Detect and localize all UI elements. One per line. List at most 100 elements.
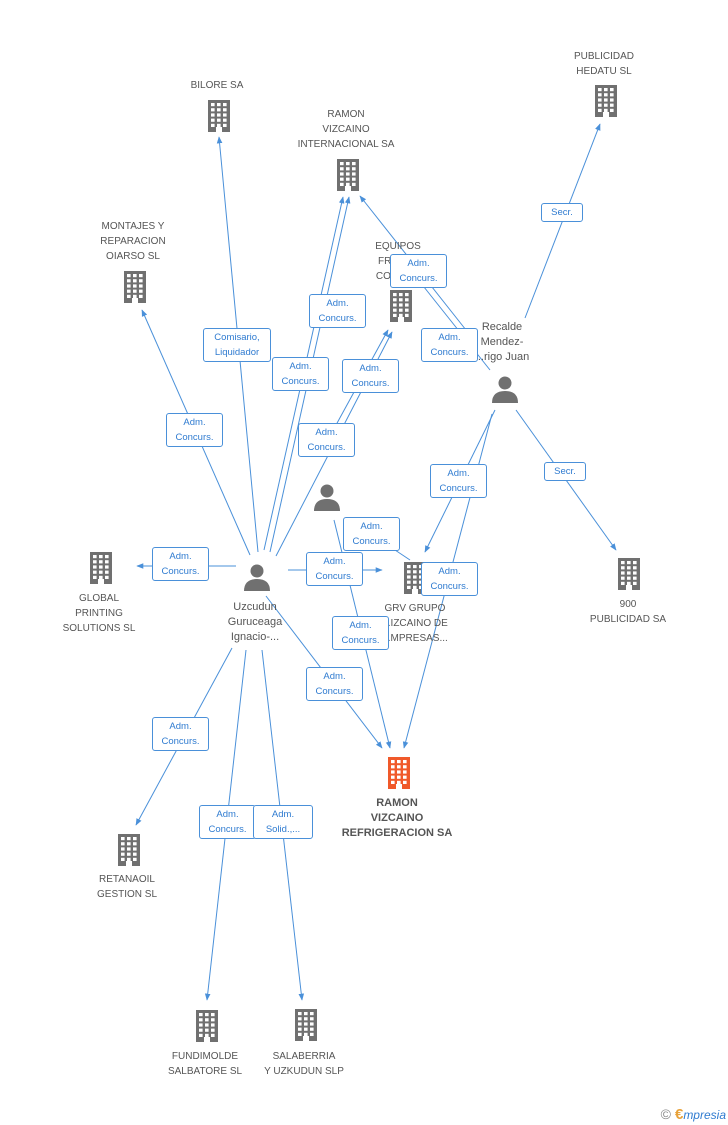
node-label-line: Y UZKUDUN SLP — [264, 1066, 344, 1077]
edge-label-line: Concurs. — [399, 273, 438, 284]
edge-label-line: Adm. — [169, 721, 192, 732]
copyright-symbol: © — [660, 1106, 671, 1122]
edge-label-line: Concurs. — [352, 536, 391, 547]
edge-label-l-rec-equipos[interactable]: Adm. Concurs. — [390, 254, 447, 288]
person-icon[interactable] — [244, 564, 270, 592]
edge-label-l-uz-ramonint-b[interactable]: Adm. Concurs. — [309, 294, 366, 328]
node-label-grv[interactable]: GRV GRUPO...IZCAINO DE...MPRESAS... — [382, 601, 448, 646]
edge-label-l-rec-hedatu[interactable]: Secr. — [541, 203, 583, 222]
node-label-line: OIARSO SL — [106, 251, 160, 262]
edge-label-line: Adm. — [183, 417, 206, 428]
edge-label-line: Adm. — [323, 556, 346, 567]
node-label-line: PRINTING — [75, 608, 123, 619]
node-label-line: FUNDIMOLDE — [171, 1051, 239, 1062]
edge-label-line: Concurs. — [281, 376, 320, 387]
node-label-line: REPARACION — [100, 236, 166, 247]
building-icon[interactable] — [337, 159, 359, 191]
edge-label-line: Adm. — [323, 671, 346, 682]
edge-label-l-uz-grv[interactable]: Adm. Concurs. — [306, 552, 363, 586]
edge-label-line: Adm. — [216, 809, 239, 820]
node-label-salaberria[interactable]: SALABERRIA Y UZKUDUN SLP — [264, 1049, 344, 1079]
edge-label-l-uz-retanaoil[interactable]: Adm. Concurs. — [152, 717, 209, 751]
building-icon[interactable] — [404, 562, 426, 594]
node-label-bilore[interactable]: BILORE SA — [191, 78, 244, 93]
building-icon[interactable] — [196, 1010, 218, 1042]
edge-label-line: Concurs. — [439, 483, 478, 494]
edge-label-l-rec-900[interactable]: Secr. — [544, 462, 586, 481]
node-label-line: Uzcudun — [233, 601, 277, 613]
node-label-line: GRV GRUPO — [384, 603, 446, 614]
edge-label-l-uz-ramonint-a[interactable]: Adm. Concurs. — [272, 357, 329, 391]
node-label-line: SOLUTIONS SL — [62, 623, 136, 634]
building-icon[interactable] — [390, 290, 412, 322]
building-icon[interactable] — [124, 271, 146, 303]
node-label-line: INTERNACIONAL SA — [297, 139, 395, 150]
edge-label-line: Concurs. — [315, 686, 354, 697]
edge-label-line: Adm. — [407, 258, 430, 269]
node-label-line: VIZCAINO — [370, 812, 424, 824]
edge-label-l-kutxa-equipos[interactable]: Adm.Concurs. — [298, 423, 355, 457]
main-company-building-icon[interactable] — [388, 757, 410, 789]
person-icon[interactable] — [492, 376, 518, 404]
edge-label-l-uz-global[interactable]: Adm.Concurs. — [152, 547, 209, 581]
building-icon[interactable] — [618, 558, 640, 590]
edge-label-line: Concurs. — [430, 347, 469, 358]
edge-label-line: Adm. — [438, 566, 461, 577]
building-icon[interactable] — [118, 834, 140, 866]
node-label-line: PUBLICIDAD SA — [589, 614, 667, 625]
edge-label-line: Comisario, — [214, 332, 260, 343]
building-icon[interactable] — [208, 100, 230, 132]
edge-label-line: Concurs. — [161, 736, 200, 747]
edge-label-l-rec-grv[interactable]: Adm. Concurs. — [430, 464, 487, 498]
node-label-line: SALBATORE SL — [167, 1066, 243, 1077]
edge-label-line: Concurs. — [307, 442, 346, 453]
node-label-line: RETANAOIL — [99, 874, 155, 885]
edge-label-l-uz-salaberria[interactable]: Adm.Solid.,... — [253, 805, 313, 839]
edge-label-l-uz-equipos[interactable]: Adm.Concurs. — [342, 359, 399, 393]
edge-label-l-uz-refri[interactable]: Adm. Concurs. — [306, 667, 363, 701]
edge-label-l-kutxa-refri[interactable]: Adm.Concurs. — [332, 616, 389, 650]
node-label-line: Ignacio-... — [230, 631, 280, 643]
edge-label-line: Adm. — [289, 361, 312, 372]
footer-brand[interactable]: ©€mpresia — [661, 1106, 726, 1123]
edge-label-l-rec-refri[interactable]: Adm.Concurs. — [421, 562, 478, 596]
edge-label-l-rec-ramonint[interactable]: Adm.Concurs. — [421, 328, 478, 362]
edge-label-line: Adm. — [326, 298, 349, 309]
brand-name: mpresia — [683, 1108, 726, 1122]
node-label-line: ...rigo Juan — [474, 351, 530, 363]
edge-label-l-uz-bilore[interactable]: Comisario,Liquidador — [203, 328, 271, 362]
edge-label-line: Adm. — [360, 521, 383, 532]
building-icon[interactable] — [90, 552, 112, 584]
node-label-fundimolde[interactable]: FUNDIMOLDE SALBATORE SL — [168, 1049, 242, 1079]
node-label-line: 900 — [619, 599, 637, 610]
node-label-line: VIZCAINO — [322, 124, 370, 135]
edge-label-l-kutxa-grv[interactable]: Adm. Concurs. — [343, 517, 400, 551]
node-label-line: Mendez- — [480, 336, 524, 348]
edge-label-line: Adm. — [271, 809, 295, 820]
node-label-line: BILORE SA — [190, 80, 244, 91]
node-label-line: SALABERRIA — [272, 1051, 336, 1062]
node-label-line: PUBLICIDAD — [573, 51, 635, 62]
person-icon[interactable] — [314, 484, 340, 512]
node-label-line: ...IZCAINO DE — [382, 618, 448, 629]
edge-label-line: Adm. — [349, 620, 372, 631]
node-label-line: Recalde — [481, 321, 523, 333]
edge-label-line: Concurs. — [315, 571, 354, 582]
edge-label-line: Concurs. — [351, 378, 390, 389]
edge-label-l-uz-fundimolde[interactable]: Adm.Concurs. — [199, 805, 256, 839]
node-label-line: GLOBAL — [78, 593, 120, 604]
edge-label-l-uz-montajes[interactable]: Adm.Concurs. — [166, 413, 223, 447]
node-label-global[interactable]: GLOBAL PRINTING SOLUTIONS SL — [63, 591, 136, 636]
edge-label-line: Concurs. — [318, 313, 357, 324]
building-icon[interactable] — [295, 1009, 317, 1041]
edge-label-line: Adm. — [447, 468, 470, 479]
building-icon[interactable] — [595, 85, 617, 117]
